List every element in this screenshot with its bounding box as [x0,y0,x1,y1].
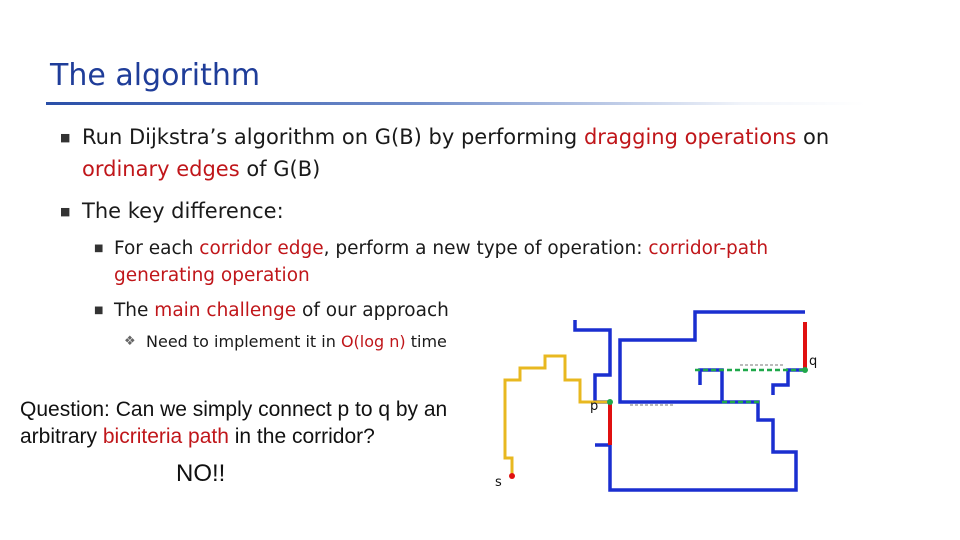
highlight-dragging-operations: dragging operations [583,125,797,149]
highlight-ordinary-edges: ordinary edges [82,157,240,181]
bullet-key-difference: ■ The key difference: [60,195,922,227]
slide-title: The algorithm [50,58,261,93]
square-bullet-icon: ■ [60,205,71,218]
highlight-main-challenge: main challenge [154,300,297,321]
bullet-run-dijkstra: ■ Run Dijkstra’s algorithm on G(B) by pe… [60,121,922,185]
corridor-boundary-blue [698,368,724,402]
square-bullet-icon: ■ [94,243,104,254]
bullet-text: Need to implement it in [146,332,341,351]
question-text: Question: Can we simply connect p to q b… [20,398,448,448]
label-q: q [809,354,817,369]
highlight-corridor-edge: corridor edge [199,238,324,259]
bullet-main-challenge: ■ The main challenge of our approach [94,297,834,324]
bullet-text: , perform a new type of operation: [323,238,649,259]
diamond-bullet-icon: ❖ [124,334,136,349]
highlight-bicriteria-path: bicriteria path [102,425,229,448]
corridor-boundary-blue [771,368,805,395]
bullet-text: of G(B) [239,157,321,181]
bullet-text: The [114,300,155,321]
corridor-diagram: q p s [495,310,817,492]
highlight-corridor-path-operation: corridor-path generating operation [114,238,769,286]
square-bullet-icon: ■ [94,305,104,316]
corridor-boundary-blue [595,310,805,492]
label-p: p [590,399,598,414]
bullet-text: The key difference: [82,199,284,223]
bullet-text: time [405,332,447,351]
bullet-text: of our approach [296,300,449,321]
point-p [607,399,613,405]
highlight-log-n: O(log n) [340,332,406,351]
point-s [509,473,515,479]
point-q [802,367,808,373]
bullet-text: For each [114,238,200,259]
bullet-text: on [796,125,830,149]
bullet-implement-time: ❖ Need to implement it in O(log n) time [124,331,546,353]
bullet-corridor-edge: ■ For each corridor edge, perform a new … [94,235,834,289]
label-s: s [495,475,502,490]
answer-text: NO!! [176,460,226,487]
title-underline [46,102,866,105]
bicriteria-path-yellow [503,354,610,476]
bullet-text: Run Dijkstra’s algorithm on G(B) by perf… [82,125,584,149]
square-bullet-icon: ■ [60,131,71,144]
